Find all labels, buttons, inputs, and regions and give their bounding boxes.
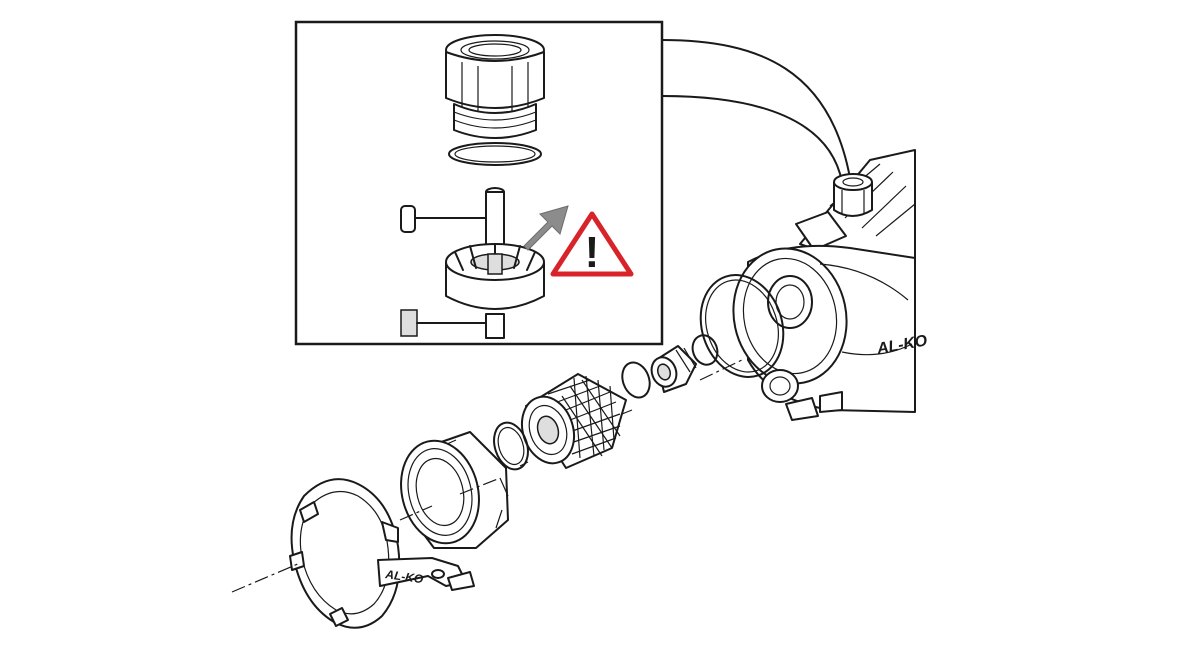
lid-wrench-tool: AL-KO (289, 478, 475, 629)
wrench-brand-label: AL-KO (384, 567, 425, 586)
gray-arrow-icon (523, 205, 569, 251)
drain-plug (761, 369, 843, 421)
impeller-wheel (445, 243, 545, 310)
small-seal-ring (691, 334, 719, 366)
housing-o-ring (699, 274, 785, 378)
assembly-axis-line (231, 359, 743, 593)
filter-o-ring (493, 421, 529, 471)
check-valve (650, 345, 697, 393)
filter-mesh (547, 375, 621, 459)
filter-lid (400, 431, 509, 549)
filter-cartridge (521, 373, 627, 469)
warning-exclamation: ! (585, 228, 600, 277)
magnet-pin-bottom (400, 309, 487, 337)
threaded-adapter (445, 34, 545, 166)
warning-triangle-icon: ! (550, 211, 634, 277)
pump-housing: AL-KO (732, 149, 929, 421)
filler-port (833, 173, 873, 217)
valve-o-ring (621, 361, 651, 399)
detail-inset: ! (294, 20, 664, 346)
magnet-pin-top (400, 205, 487, 233)
callout-leader-lines (661, 39, 851, 183)
